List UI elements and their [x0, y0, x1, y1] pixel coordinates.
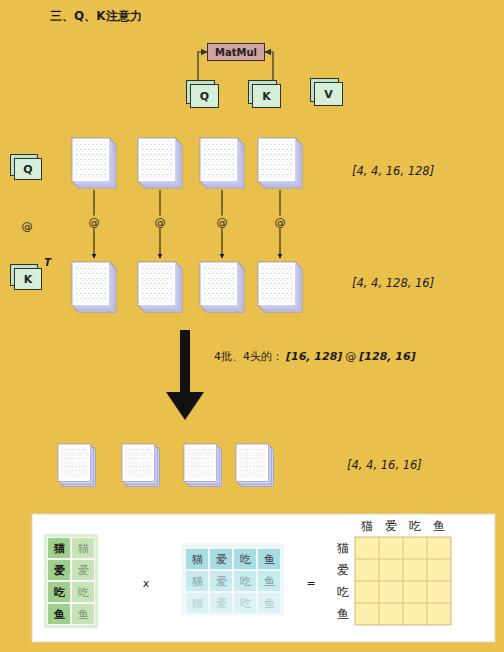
operator-symbol: @	[154, 216, 167, 229]
matrix-stack	[236, 444, 273, 487]
axis-label: 鱼	[337, 608, 349, 620]
axis-label: 猫	[361, 520, 373, 532]
node-label: K	[262, 90, 271, 103]
matrix-cell: 爱	[209, 548, 233, 570]
tensor-shape: [4, 4, 128, 16]	[352, 278, 434, 290]
diagram-title: 三、Q、K注意力	[50, 8, 142, 25]
axis-label: 猫	[337, 542, 349, 554]
superscript: T	[44, 257, 51, 268]
matrix-cell: 鱼	[47, 603, 71, 625]
matrix-cell: 吃	[71, 581, 95, 603]
axis-label: 爱	[337, 564, 349, 576]
matrix-stack	[138, 262, 182, 312]
node-label: V	[324, 88, 333, 101]
matrix-cell: 吃	[233, 548, 257, 570]
tensor-cube: Q	[14, 158, 42, 180]
operator-symbol: @	[274, 216, 287, 229]
matrix-cell: 猫	[71, 537, 95, 559]
big-arrow	[166, 330, 204, 420]
node-label: Q	[23, 163, 32, 176]
node-label: K	[24, 273, 33, 286]
matrix-cell: 吃	[233, 592, 257, 614]
node-label: Q	[200, 90, 209, 103]
matrix-stack	[72, 138, 116, 188]
matrix-cell: 猫	[47, 537, 71, 559]
matrix-stack	[138, 138, 182, 188]
matrix-cell: 猫	[185, 570, 209, 592]
axis-label: 吃	[337, 586, 349, 598]
matrix-stack	[122, 444, 159, 487]
tensor-shape: [4, 4, 16, 16]	[347, 460, 422, 472]
tensor-cube: K	[252, 84, 281, 108]
matrix-stack	[258, 138, 302, 188]
matrix-backdrop	[44, 534, 98, 628]
matrix-cell: 鱼	[257, 570, 281, 592]
shape-note: @	[345, 351, 356, 362]
matrix-cell: 爱	[47, 559, 71, 581]
operation-box: MatMul	[207, 43, 265, 61]
matrix-backdrop	[182, 543, 284, 615]
matrix-cell: 吃	[47, 581, 71, 603]
connector-arrow	[198, 52, 207, 84]
matrix-cell: 猫	[185, 592, 209, 614]
tensor-shape: [4, 4, 16, 128]	[352, 166, 434, 178]
shape-note: [128, 16]	[359, 351, 415, 362]
tensor-cube: KT	[14, 268, 42, 290]
matrix-stack	[200, 262, 244, 312]
node-label: MatMul	[215, 47, 257, 58]
axis-label: 吃	[409, 520, 421, 532]
connector-arrow	[265, 52, 273, 84]
shape-note: [16, 128]	[286, 351, 342, 362]
matrix-cell: 鱼	[257, 548, 281, 570]
matrix-stack	[200, 138, 244, 188]
operator-symbol: x	[143, 578, 150, 589]
matrix-cell: 猫	[185, 548, 209, 570]
matrix-cell: 吃	[233, 570, 257, 592]
shape-note: 4批、4头的：	[214, 351, 283, 362]
matrix-stack	[58, 444, 95, 487]
matrix-cell: 爱	[209, 570, 233, 592]
note-row: 4批、4头的：[16, 128]@[128, 16]	[214, 351, 416, 362]
operator-symbol: =	[306, 578, 315, 589]
example-panel	[32, 514, 495, 642]
matrix-stack	[184, 444, 221, 487]
matrix-cell: 爱	[71, 559, 95, 581]
result-grid	[355, 537, 451, 625]
tensor-cube: V	[314, 82, 343, 106]
operator-symbol: @	[21, 220, 34, 233]
matrix-stack	[258, 262, 302, 312]
matrix-cell: 鱼	[71, 603, 95, 625]
matrix-cell: 爱	[209, 592, 233, 614]
tensor-cube: Q	[190, 84, 219, 108]
axis-label: 爱	[385, 520, 397, 532]
axis-label: 鱼	[433, 520, 445, 532]
operator-symbol: @	[216, 216, 229, 229]
matrix-cell: 鱼	[257, 592, 281, 614]
operator-symbol: @	[88, 216, 101, 229]
matrix-stack	[72, 262, 116, 312]
